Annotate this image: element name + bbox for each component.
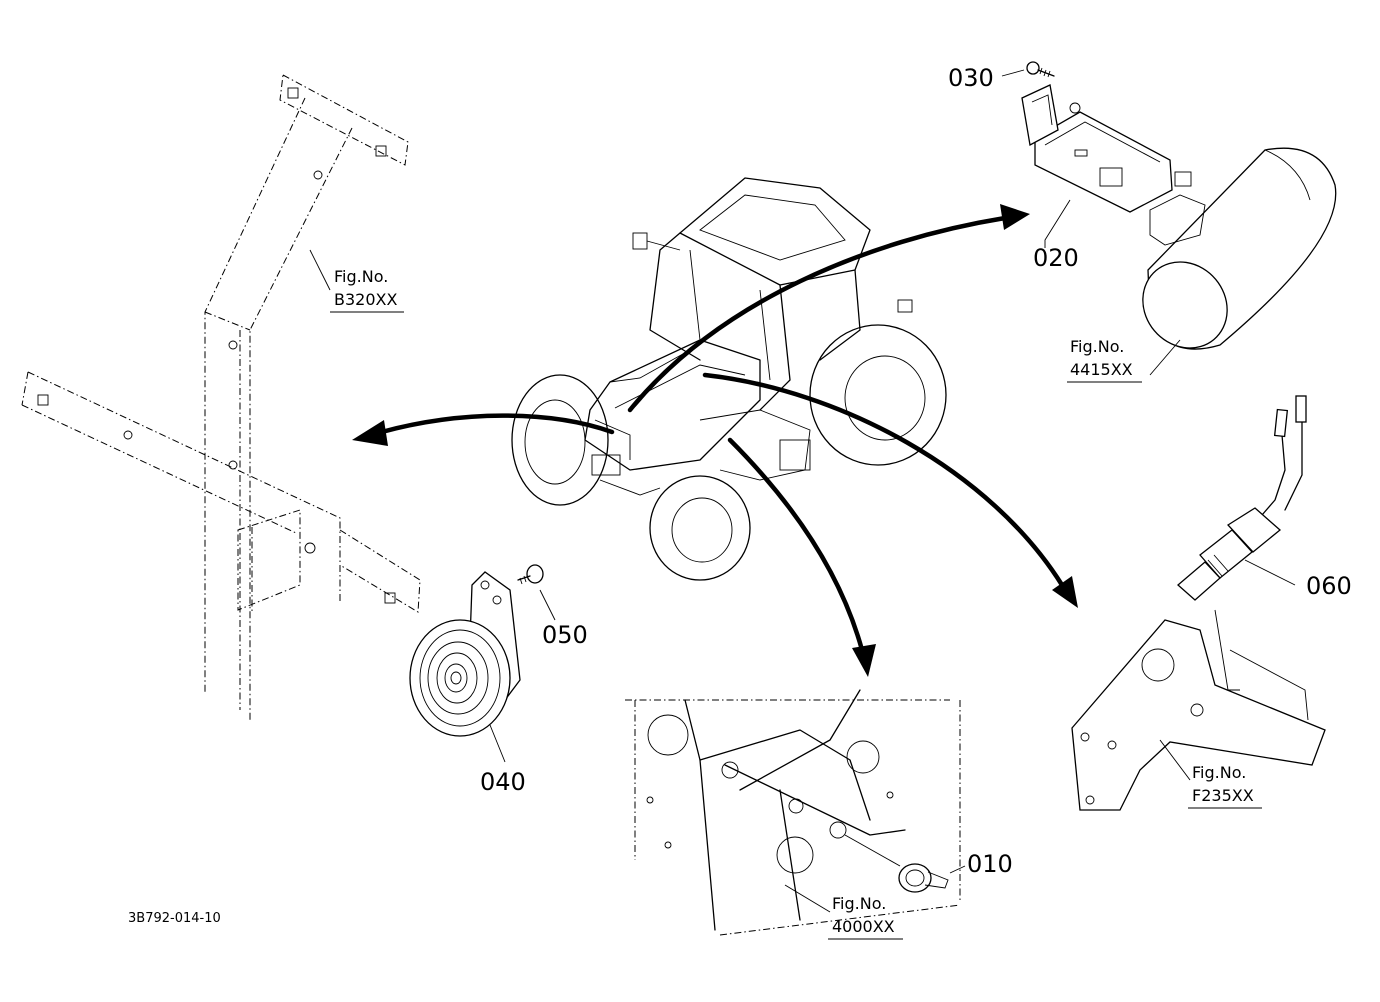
switch-060-drawing [1177, 395, 1307, 601]
fig-ref-label: Fig.No. [1192, 763, 1246, 782]
fig-ref-code: 4415XX [1070, 360, 1133, 379]
frame-bracket-drawing [21, 74, 421, 720]
engine-block-drawing [625, 689, 961, 936]
pointer-arrows [352, 204, 1078, 677]
fig-ref-b320: Fig.No. B320XX [330, 267, 404, 313]
fig-ref-label: Fig.No. [334, 267, 388, 286]
tractor-drawing [511, 177, 947, 581]
part-label-020: 020 [1033, 244, 1079, 272]
fig-ref-4000: Fig.No. 4000XX [828, 894, 903, 940]
part-label-040: 040 [480, 768, 526, 796]
fig-ref-f235: Fig.No. F235XX [1188, 763, 1262, 809]
part-label-010: 010 [967, 850, 1013, 878]
sender-010-drawing [844, 834, 949, 893]
part-label-050: 050 [542, 621, 588, 649]
horn-040-drawing [409, 571, 521, 737]
fig-ref-code: 4000XX [832, 917, 895, 936]
drawing-code: 3B792-014-10 [128, 911, 221, 926]
fig-ref-code: F235XX [1192, 786, 1254, 805]
bracket-f235-drawing [1071, 609, 1326, 811]
leader-lines [309, 199, 1296, 913]
fig-ref-code: B320XX [334, 290, 397, 309]
filter-4415-drawing [1142, 147, 1337, 350]
fig-ref-label: Fig.No. [832, 894, 886, 913]
part-label-060: 060 [1306, 572, 1352, 600]
screw-030-drawing [1001, 61, 1055, 78]
fig-ref-4415: Fig.No. 4415XX [1067, 337, 1142, 383]
sensor-020-drawing [1021, 84, 1173, 213]
bolt-050-drawing [517, 564, 544, 585]
fig-ref-label: Fig.No. [1070, 337, 1124, 356]
part-label-030: 030 [948, 64, 994, 92]
